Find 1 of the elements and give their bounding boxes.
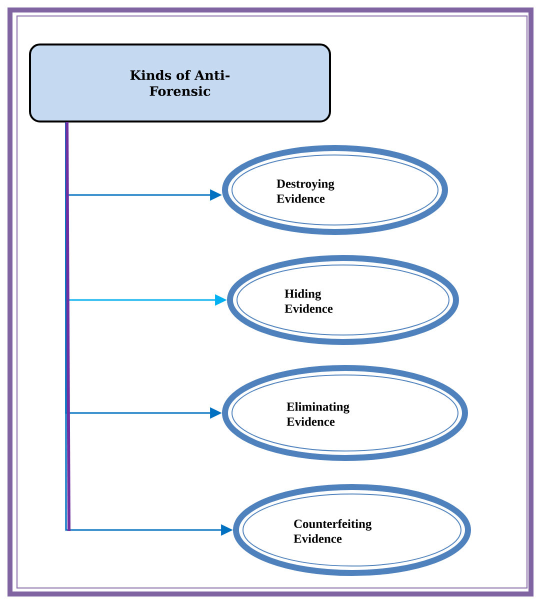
title-box: Kinds of Anti-Forensic	[29, 44, 331, 122]
